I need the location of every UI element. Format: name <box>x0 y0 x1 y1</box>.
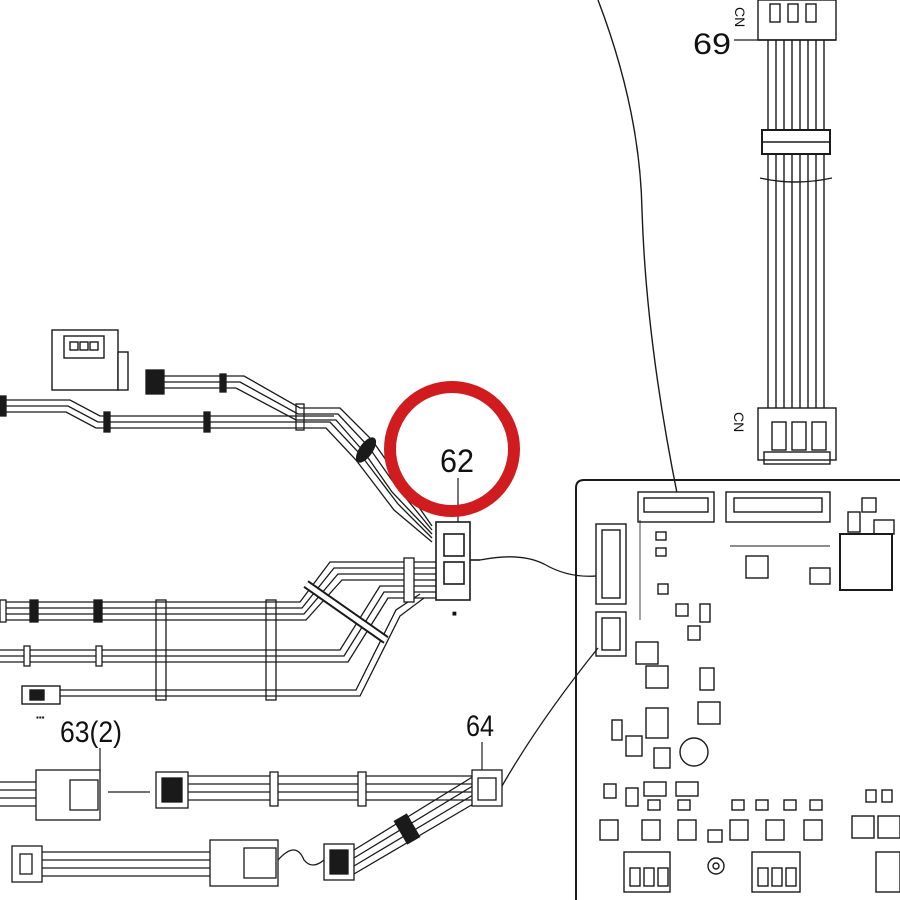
connector-69-top <box>757 0 837 41</box>
connector-62-mark: ■ <box>452 609 457 618</box>
callout-63: 63(2) <box>60 716 122 749</box>
harness-main-lower <box>0 557 436 701</box>
cable-top-to-pcb <box>597 0 679 499</box>
callout-69: 69 <box>693 28 731 61</box>
callout-64: 64 <box>466 710 494 743</box>
connector-small-left-mark: ▪▪▪ <box>36 713 45 722</box>
connector-69-top-mark: CN <box>732 7 748 27</box>
pcb-component-block <box>839 533 893 591</box>
cable-62-to-pcb <box>479 556 597 577</box>
connector-62 <box>435 521 480 601</box>
pcb-header-2 <box>725 491 831 523</box>
callout-62: 62 <box>440 443 474 479</box>
harness-62-upper <box>0 369 433 543</box>
sensor-box <box>51 329 129 391</box>
pcb-connector-left-1 <box>595 523 627 605</box>
highlight-ring <box>384 381 520 517</box>
harness-63 <box>0 769 478 887</box>
harness-69 <box>757 0 837 465</box>
pcb-header-1 <box>637 491 715 523</box>
control-board <box>575 479 900 900</box>
pcb-connector-left-2 <box>595 611 627 657</box>
pcb-connector-bottom-3 <box>875 851 900 893</box>
pcb-test-point <box>707 857 725 875</box>
connector-69-bottom-mark: CN <box>731 412 747 432</box>
connector-63-c <box>11 845 43 883</box>
harness-64 <box>323 647 599 881</box>
connector-small-left <box>21 685 61 705</box>
